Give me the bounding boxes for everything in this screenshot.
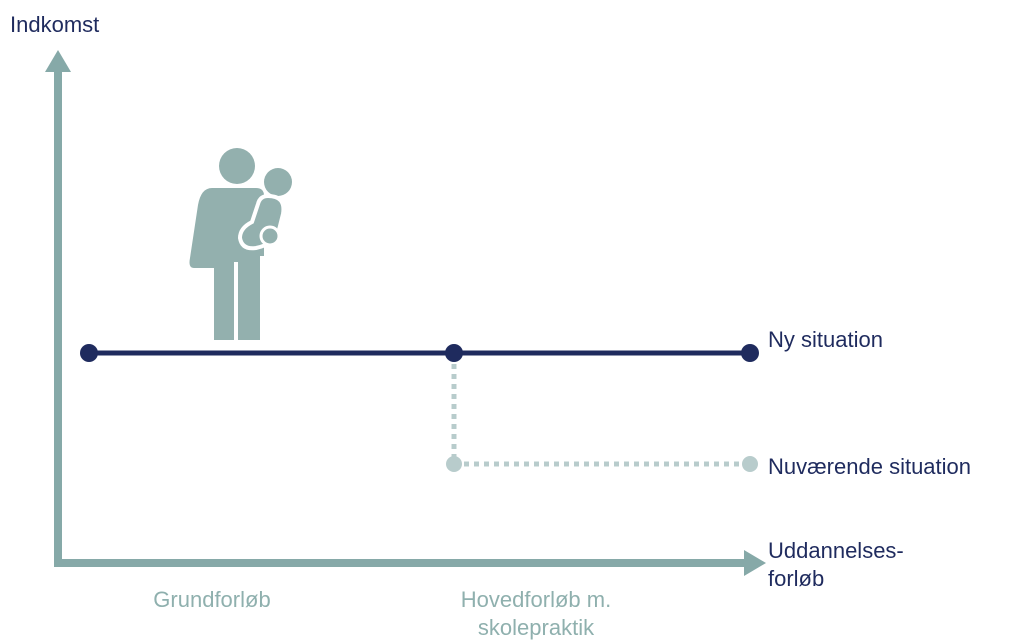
- current-situation-series: [446, 364, 758, 472]
- new-situation-start-point: [80, 344, 98, 362]
- current-situation-start-point: [446, 456, 462, 472]
- phase-label-grundforloeb: Grundforløb: [153, 587, 270, 612]
- x-axis-arrow-icon: [744, 550, 766, 576]
- y-axis-arrow-icon: [45, 50, 71, 72]
- new-situation-series: [80, 344, 759, 362]
- phase-label-hovedforloeb-line1: Hovedforløb m.: [461, 587, 611, 612]
- new-situation-label: Ny situation: [768, 327, 883, 352]
- new-situation-mid-point: [445, 344, 463, 362]
- parent-with-child-icon: [189, 148, 292, 340]
- x-axis-label-line1: Uddannelses-: [768, 538, 904, 563]
- phase-label-hovedforloeb-line2: skolepraktik: [478, 615, 595, 640]
- y-axis: [45, 50, 71, 566]
- x-axis-label-line2: forløb: [768, 566, 824, 591]
- current-situation-end-point: [742, 456, 758, 472]
- y-axis-label: Indkomst: [10, 12, 99, 37]
- current-situation-label: Nuværende situation: [768, 454, 971, 479]
- x-axis: [54, 550, 766, 576]
- new-situation-end-point: [741, 344, 759, 362]
